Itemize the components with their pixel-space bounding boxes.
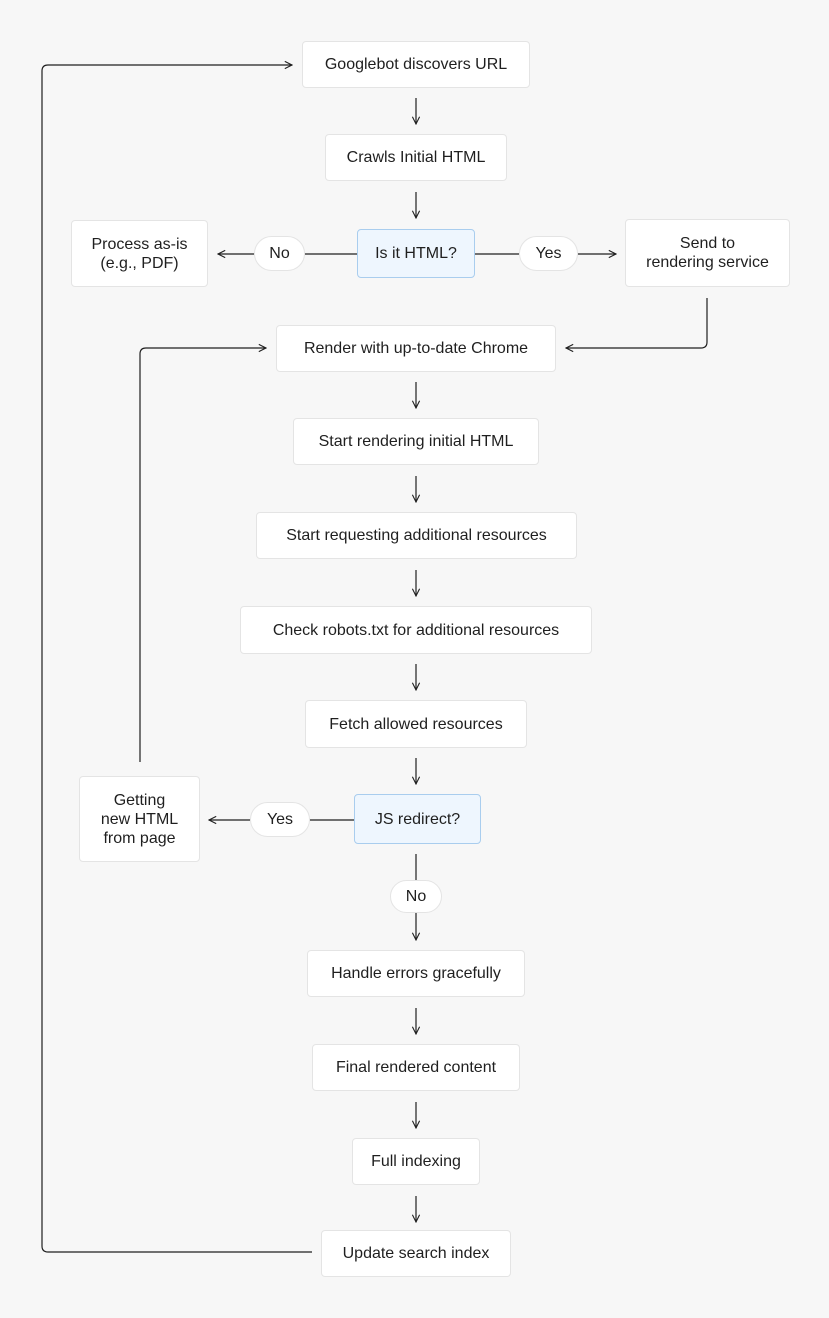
node-start-requesting-resources: Start requesting additional resources: [256, 512, 577, 559]
node-full-indexing: Full indexing: [352, 1138, 480, 1185]
node-is-it-html: Is it HTML?: [357, 229, 475, 278]
node-start-rendering-initial-html: Start rendering initial HTML: [293, 418, 539, 465]
arrow-update-discover: [41, 65, 312, 1253]
label-html-no: No: [254, 236, 305, 271]
arrow-newhtml-render: [139, 348, 266, 762]
node-render-with-chrome: Render with up-to-date Chrome: [276, 325, 556, 372]
node-googlebot-discovers-url: Googlebot discovers URL: [302, 41, 530, 88]
node-fetch-allowed-resources: Fetch allowed resources: [305, 700, 527, 748]
node-final-rendered-content: Final rendered content: [312, 1044, 520, 1091]
label-html-yes: Yes: [519, 236, 578, 271]
node-process-as-is: Process as-is (e.g., PDF): [71, 220, 208, 287]
label-redirect-no: No: [390, 880, 442, 913]
label-redirect-yes: Yes: [250, 802, 310, 837]
node-js-redirect: JS redirect?: [354, 794, 481, 844]
node-check-robots-txt: Check robots.txt for additional resource…: [240, 606, 592, 654]
node-getting-new-html: Getting new HTML from page: [79, 776, 200, 862]
node-crawls-initial-html: Crawls Initial HTML: [325, 134, 507, 181]
node-handle-errors: Handle errors gracefully: [307, 950, 525, 997]
node-send-to-rendering-service: Send to rendering service: [625, 219, 790, 287]
node-update-search-index: Update search index: [321, 1230, 511, 1277]
arrow-send-render: [566, 298, 708, 348]
